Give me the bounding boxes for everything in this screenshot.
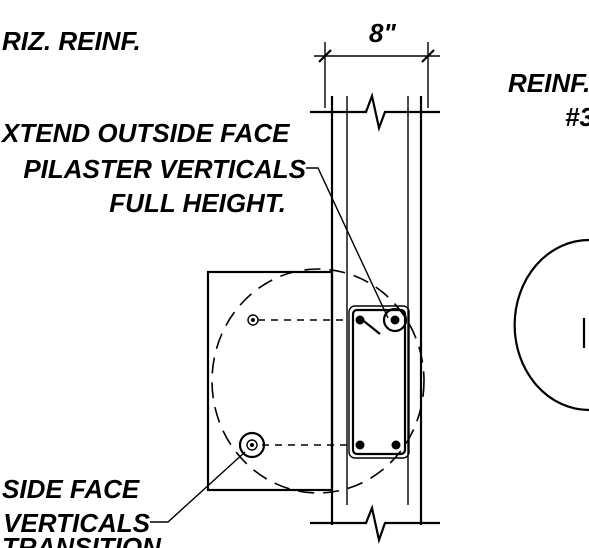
lower-bar-circle <box>238 431 266 459</box>
upper-bar-end <box>247 314 259 326</box>
caisson-dashed-circle <box>211 268 425 494</box>
leader-extend-note <box>306 167 389 319</box>
hook-circle <box>382 307 408 333</box>
extend-note-line-3: FULL HEIGHT. <box>109 188 286 218</box>
bottom-break-line <box>310 504 440 545</box>
horiz-reinf-label: RIZ. REINF. <box>2 26 141 56</box>
reinf-right-label: REINF. <box>508 68 589 98</box>
bottom-note-line-2: VERTICALS <box>3 508 151 538</box>
top-break-line <box>310 92 440 132</box>
dimension-label: 8" <box>369 18 396 48</box>
reinf-right-bar-label: #3 <box>565 102 589 132</box>
leader-bottom-note <box>150 451 246 523</box>
dimension-line <box>314 42 440 108</box>
footing-outline <box>206 270 334 492</box>
bottom-note-line-3: TRANSITION <box>2 532 162 548</box>
extend-note-line-1: XTEND OUTSIDE FACE <box>0 118 290 148</box>
bottom-note-line-1: SIDE FACE <box>2 474 140 504</box>
right-partial-circle <box>513 238 589 412</box>
rebar-dots <box>355 315 401 450</box>
extend-note-line-2: PILASTER VERTICALS <box>23 154 306 184</box>
pilaster-tie <box>351 308 407 456</box>
pilaster-tie-outer <box>348 305 410 459</box>
